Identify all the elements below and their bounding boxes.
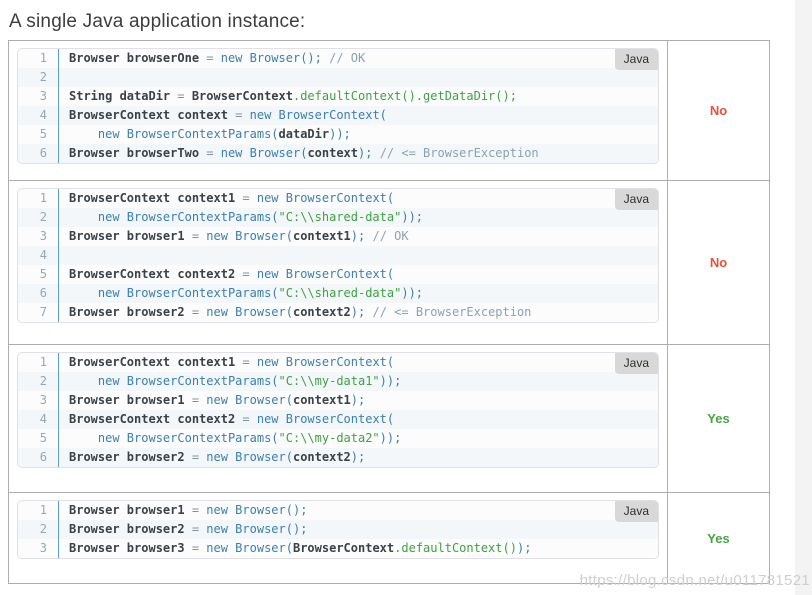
line-number: 4 [18, 246, 59, 265]
code-text: new BrowserContextParams("C:\\shared-dat… [69, 210, 424, 224]
line-number: 2 [18, 208, 59, 227]
line-number: 1 [18, 501, 59, 520]
comparison-table: 1 Browser browserOne = new Browser(); // … [8, 40, 770, 584]
table-row: 1 Browser browserOne = new Browser(); // … [9, 41, 769, 180]
line-number: 3 [18, 87, 59, 106]
status-value: Yes [707, 411, 730, 426]
line-number: 6 [18, 284, 59, 303]
line-number: 3 [18, 539, 59, 558]
code-line: 4 BrowserContext context2 = new BrowserCo… [18, 410, 658, 429]
code-block: 1 BrowserContext context1 = new BrowserCo… [17, 188, 659, 323]
status-cell: No [667, 41, 769, 180]
watermark: https://blog.csdn.net/u011781521 [579, 572, 810, 589]
code-lines: 1 BrowserContext context1 = new BrowserCo… [18, 353, 658, 467]
status-value: Yes [707, 530, 730, 546]
code-line: 5 BrowserContext context2 = new BrowserCo… [18, 265, 658, 284]
code-text: Browser browserTwo = new Browser(context… [69, 146, 539, 160]
status-value: No [709, 103, 728, 118]
code-text: Browser browser1 = new Browser(context1)… [69, 229, 409, 243]
code-line: 2 new BrowserContextParams("C:\\my-data1… [18, 372, 658, 391]
code-line: 1 BrowserContext context1 = new BrowserCo… [18, 353, 658, 372]
line-number: 5 [18, 265, 59, 284]
code-cell: 1 BrowserContext context1 = new BrowserCo… [9, 181, 667, 344]
code-text: Browser browser3 = new Browser(BrowserCo… [69, 541, 532, 555]
line-number: 5 [18, 125, 59, 144]
code-text: String dataDir = BrowserContext.defaultC… [69, 89, 517, 103]
code-line: 3 Browser browser3 = new Browser(BrowserC… [18, 539, 658, 558]
table-row: 1 BrowserContext context1 = new BrowserCo… [9, 344, 769, 492]
right-gutter [795, 0, 812, 595]
code-cell: 1 BrowserContext context1 = new BrowserCo… [9, 345, 667, 492]
line-number: 2 [18, 68, 59, 87]
language-badge: Java [614, 189, 658, 210]
code-text [59, 246, 82, 265]
status-cell: No [667, 181, 769, 344]
language-badge: Java [614, 49, 658, 70]
code-block: 1 BrowserContext context1 = new BrowserCo… [17, 352, 659, 468]
line-number: 4 [18, 410, 59, 429]
code-text: Browser browser2 = new Browser(context2)… [69, 450, 366, 464]
line-number: 6 [18, 144, 59, 163]
line-number: 7 [18, 303, 59, 322]
code-line: 4 BrowserContext context = new BrowserCon… [18, 106, 658, 125]
table-body: 1 Browser browserOne = new Browser(); // … [9, 41, 769, 583]
status-value: No [709, 255, 728, 270]
line-number: 1 [18, 189, 59, 208]
language-badge: Java [614, 353, 658, 374]
code-lines: 1 Browser browserOne = new Browser(); // … [18, 49, 658, 163]
line-number: 6 [18, 448, 59, 467]
code-line: 2 Browser browser2 = new Browser(); [18, 520, 658, 539]
code-block: 1 Browser browserOne = new Browser(); // … [17, 48, 659, 164]
code-text [59, 68, 82, 87]
code-line: 1 Browser browser1 = new Browser(); [18, 501, 658, 520]
code-text: Browser browser2 = new Browser(); [69, 522, 308, 536]
status-cell: Yes [667, 493, 769, 583]
code-text: Browser browser1 = new Browser(context1)… [69, 393, 366, 407]
table-row: 1 BrowserContext context1 = new BrowserCo… [9, 180, 769, 344]
code-line: 1 Browser browserOne = new Browser(); // … [18, 49, 658, 68]
code-text: BrowserContext context1 = new BrowserCon… [69, 191, 395, 205]
line-number: 4 [18, 106, 59, 125]
page-title: A single Java application instance: [9, 11, 306, 32]
code-text: Browser browser1 = new Browser(); [69, 503, 308, 517]
code-text: new BrowserContextParams("C:\\shared-dat… [69, 286, 424, 300]
code-text: new BrowserContextParams("C:\\my-data1")… [69, 374, 402, 388]
code-line: 3 Browser browser1 = new Browser(context1… [18, 227, 658, 246]
code-cell: 1 Browser browserOne = new Browser(); // … [9, 41, 667, 180]
language-badge: Java [614, 501, 658, 522]
code-text: BrowserContext context = new BrowserCont… [69, 108, 387, 122]
code-lines: 1 BrowserContext context1 = new BrowserCo… [18, 189, 658, 322]
code-text: new BrowserContextParams(dataDir)); [69, 127, 351, 141]
code-line: 4 [18, 246, 658, 265]
code-text: Browser browser2 = new Browser(context2)… [69, 305, 532, 319]
code-text: BrowserContext context2 = new BrowserCon… [69, 412, 395, 426]
code-line: 6 Browser browserTwo = new Browser(contex… [18, 144, 658, 163]
line-number: 2 [18, 520, 59, 539]
code-line: 6 new BrowserContextParams("C:\\shared-d… [18, 284, 658, 303]
line-number: 3 [18, 391, 59, 410]
line-number: 1 [18, 353, 59, 372]
code-line: 6 Browser browser2 = new Browser(context2… [18, 448, 658, 467]
code-text: Browser browserOne = new Browser(); // O… [69, 51, 366, 65]
code-line: 7 Browser browser2 = new Browser(context2… [18, 303, 658, 322]
line-number: 5 [18, 429, 59, 448]
line-number: 2 [18, 372, 59, 391]
code-text: new BrowserContextParams("C:\\my-data2")… [69, 431, 402, 445]
code-line: 2 [18, 68, 658, 87]
line-number: 3 [18, 227, 59, 246]
code-line: 1 BrowserContext context1 = new BrowserCo… [18, 189, 658, 208]
code-line: 2 new BrowserContextParams("C:\\shared-d… [18, 208, 658, 227]
code-line: 5 new BrowserContextParams(dataDir)); [18, 125, 658, 144]
status-cell: Yes [667, 345, 769, 492]
code-text: BrowserContext context2 = new BrowserCon… [69, 267, 395, 281]
code-text: BrowserContext context1 = new BrowserCon… [69, 355, 395, 369]
code-line: 3 Browser browser1 = new Browser(context1… [18, 391, 658, 410]
code-line: 5 new BrowserContextParams("C:\\my-data2… [18, 429, 658, 448]
line-number: 1 [18, 49, 59, 68]
code-line: 3 String dataDir = BrowserContext.default… [18, 87, 658, 106]
